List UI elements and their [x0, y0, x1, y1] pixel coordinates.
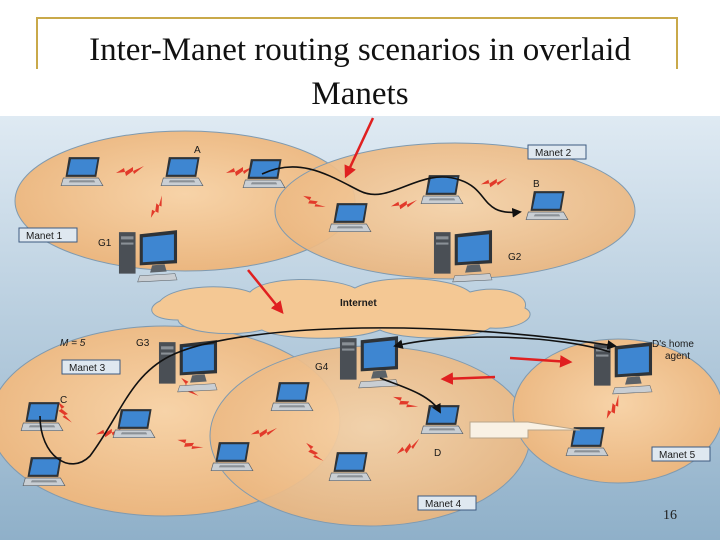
gateway-g3-label: G3 — [136, 338, 150, 349]
gateway-g4-label: G4 — [315, 362, 329, 373]
manet-3-label: Manet 3 — [69, 363, 106, 374]
title-line-2: Manets — [311, 76, 409, 112]
manet-2-label: Manet 2 — [535, 148, 572, 159]
m-value-label: M = 5 — [60, 338, 86, 349]
route-home-agent-to-g4 — [393, 336, 611, 353]
node-d-label: D — [434, 448, 441, 459]
node-b-label: B — [533, 179, 540, 190]
red-arrow-internet — [247, 269, 284, 314]
manet-1-label-box: Manet 1 — [18, 227, 78, 243]
title-line-1: Inter-Manet routing scenarios in overlai… — [89, 32, 631, 68]
node-a-label: A — [194, 145, 201, 156]
internet-label: Internet — [340, 298, 377, 309]
red-arrow-g4 — [440, 372, 496, 385]
title-frame-left — [36, 17, 38, 69]
title-frame-top — [36, 17, 678, 19]
home-agent-label-line2: agent — [665, 351, 690, 362]
manet-5-label: Manet 5 — [659, 450, 696, 461]
gateway-g1-label: G1 — [98, 238, 112, 249]
internet-cloud — [151, 278, 531, 339]
red-arrow-manet-overlap — [344, 117, 375, 179]
node-c-label: C — [60, 395, 67, 406]
manet-2-label-box: Manet 2 — [527, 144, 587, 160]
slide-number: 16 — [663, 508, 677, 523]
red-arrow-home-agent — [509, 355, 573, 368]
route-a-to-b — [261, 166, 522, 218]
manet-1-label: Manet 1 — [26, 231, 63, 242]
route-c-to-home-agent — [39, 327, 617, 465]
slide-title: Inter-Manet routing scenarios in overlai… — [0, 28, 720, 116]
manet-4-label-box: Manet 4 — [417, 495, 477, 511]
manet-4-label: Manet 4 — [425, 499, 462, 510]
manet-routing-diagram: Internet Manet 1 — [0, 116, 720, 540]
movement-arrow — [469, 421, 581, 439]
gateway-g2-label: G2 — [508, 252, 522, 263]
title-frame-right — [676, 17, 678, 69]
home-agent-label-line1: D's home — [652, 339, 694, 350]
manet-5-label-box: Manet 5 — [651, 446, 711, 462]
manet-3-label-box: Manet 3 — [61, 359, 121, 375]
route-g4-to-d — [379, 377, 441, 414]
